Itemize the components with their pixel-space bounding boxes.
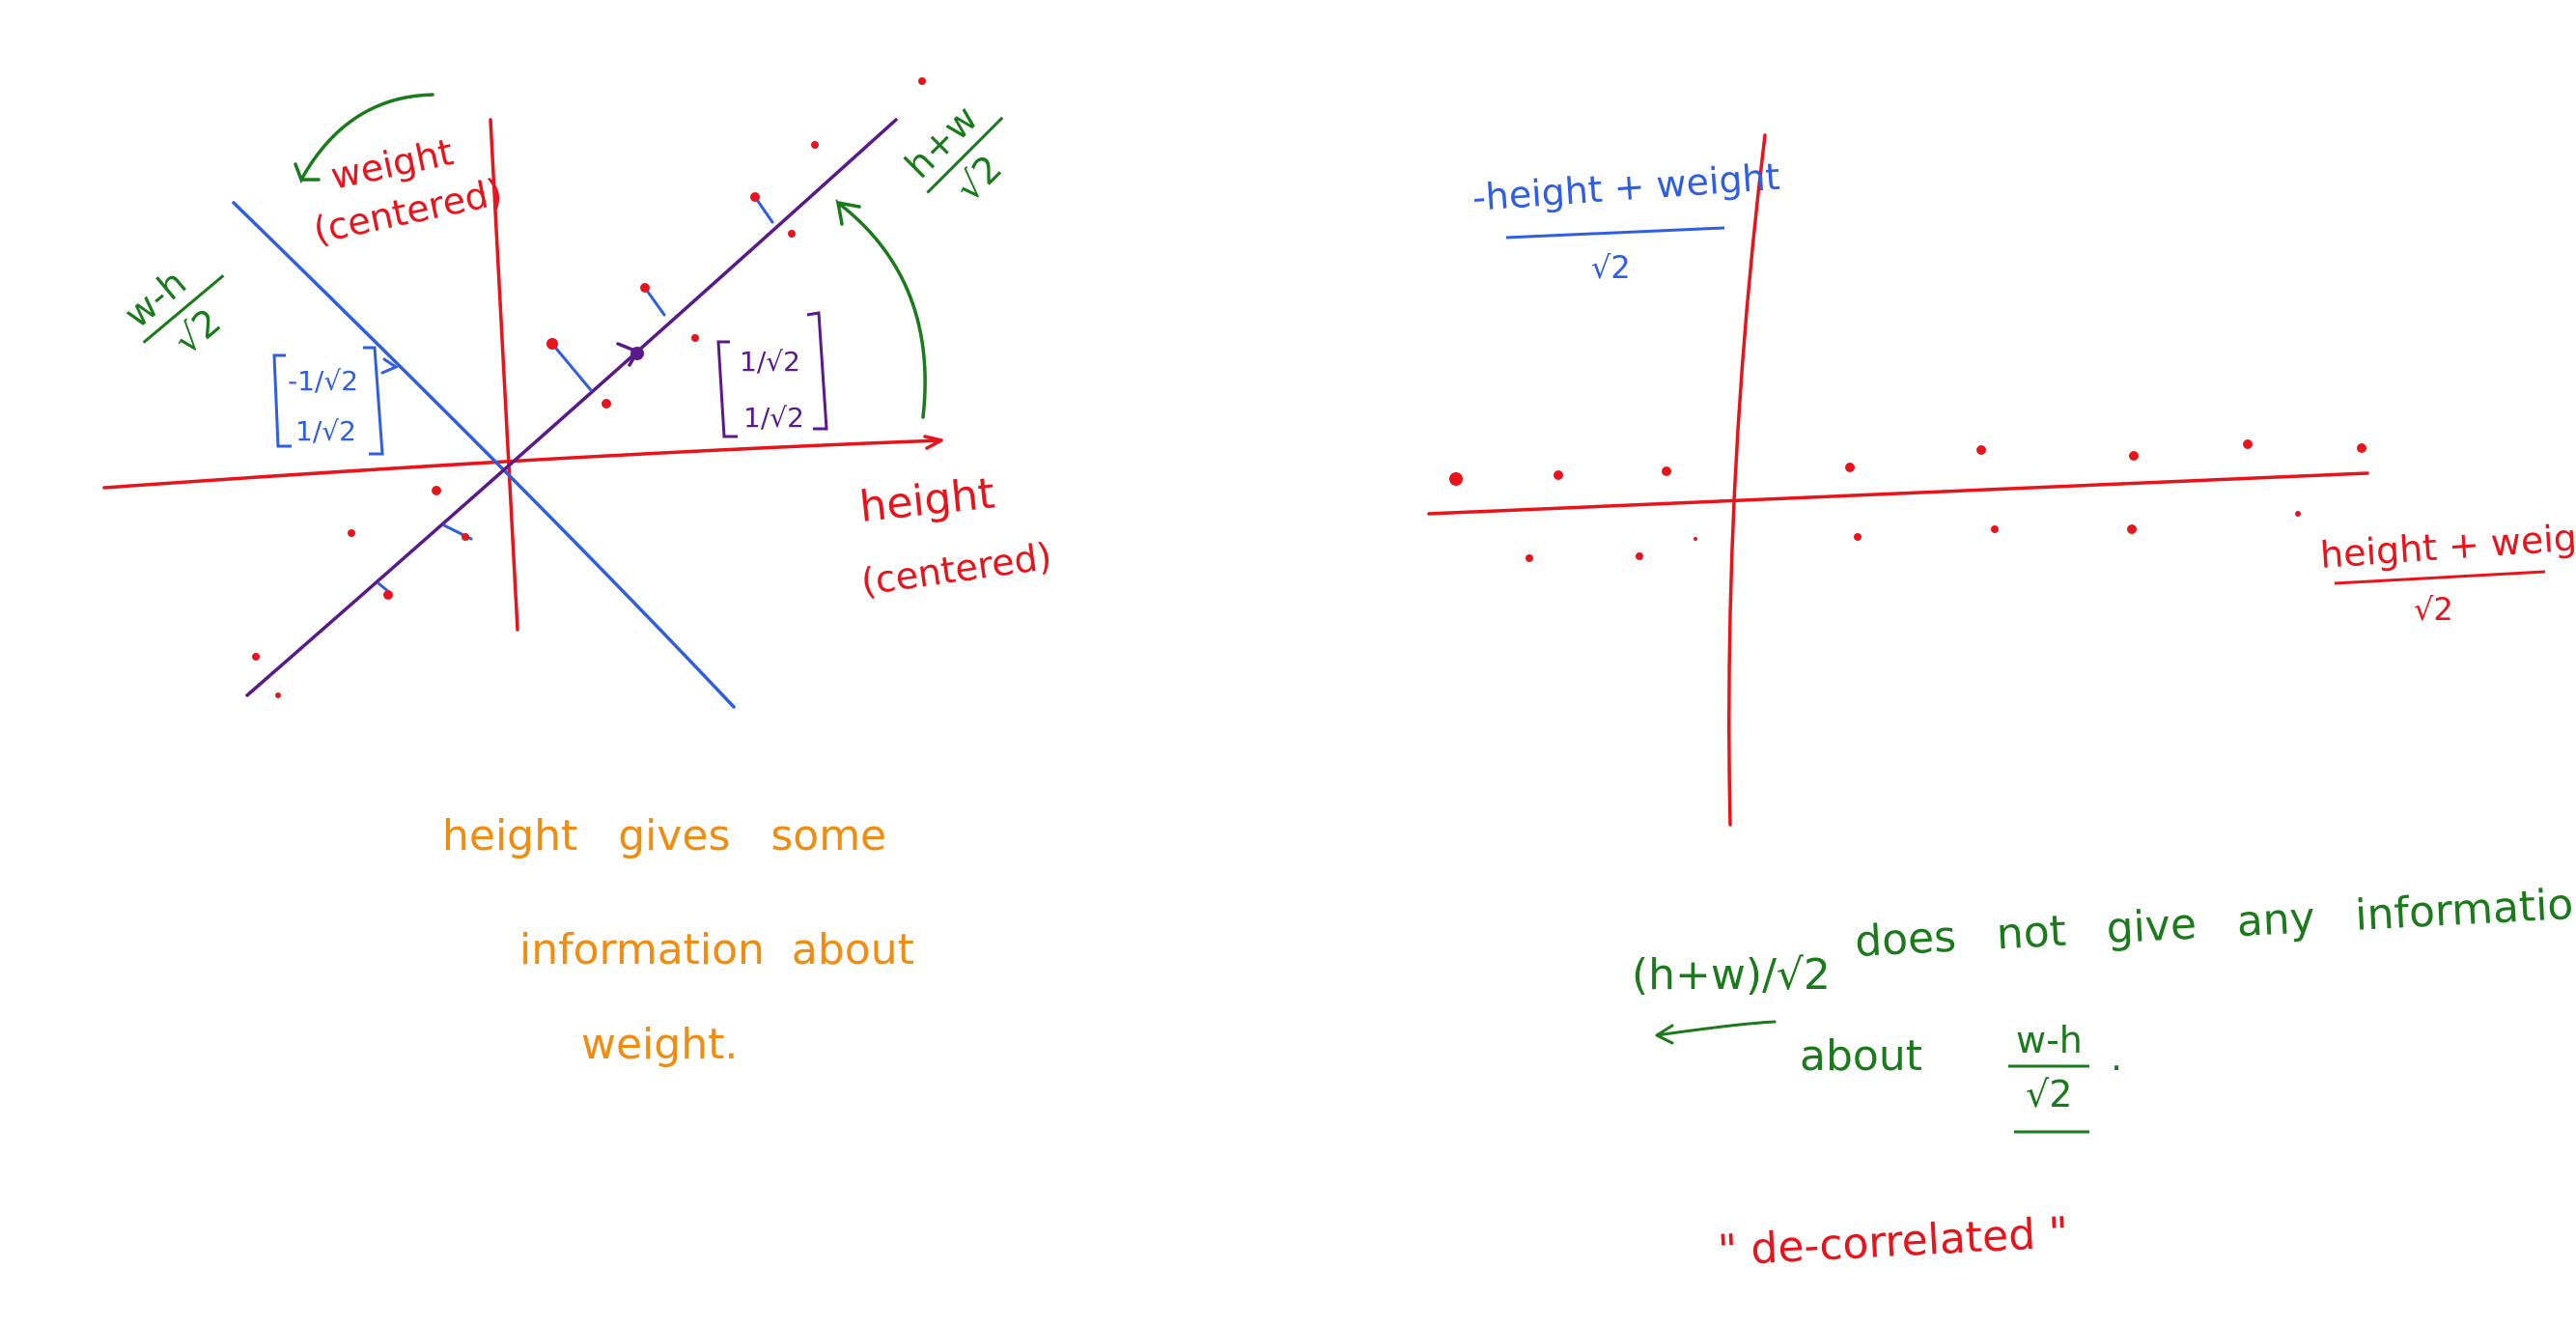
projection-lines bbox=[377, 195, 774, 595]
decorrelated-label: " de-correlated " bbox=[1717, 1208, 2070, 1276]
purple-axis-label: h+w √2 bbox=[897, 98, 1011, 211]
right-x-axis-label-num: height + weight bbox=[2319, 514, 2576, 577]
right-x-axis-label-bar bbox=[2334, 570, 2546, 585]
right-note-w-minus-h-den: √2 bbox=[2026, 1073, 2072, 1115]
height-axis-label-sub: (centered) bbox=[858, 535, 1054, 604]
weight-axis bbox=[489, 118, 519, 632]
height-axis-label: height bbox=[857, 469, 997, 532]
blue-vector-bottom: 1/√2 bbox=[295, 415, 356, 447]
rotation-arrow-left bbox=[294, 93, 434, 184]
right-y-axis-label-bar bbox=[1505, 226, 1725, 240]
left-panel: weight (centered) height (centered) h+w … bbox=[102, 77, 1054, 1069]
blue-axis-label: w-h √2 bbox=[116, 261, 229, 362]
right-x-axis-label-den: √2 bbox=[2414, 591, 2453, 628]
rotation-arrow-right bbox=[835, 198, 927, 419]
purple-vector-bracket-right bbox=[806, 311, 828, 431]
right-note: (h+w)/√2 does not give any information a… bbox=[1632, 879, 2576, 1134]
right-y-axis-label: -height + weight √2 bbox=[1471, 155, 1781, 286]
blue-principal-axis bbox=[232, 201, 736, 709]
right-note-h-plus-w: (h+w)/√2 bbox=[1632, 950, 1831, 1000]
right-x-axis-label: height + weight √2 bbox=[2319, 514, 2576, 628]
left-note-line-2: information about bbox=[519, 925, 914, 974]
purple-vector-bracket-left bbox=[716, 340, 738, 438]
right-data-points bbox=[1449, 439, 2366, 562]
purple-vector-bottom: 1/√2 bbox=[743, 402, 804, 434]
purple-vector-tip bbox=[630, 347, 644, 360]
left-note-line-3: weight. bbox=[581, 1020, 738, 1069]
height-axis bbox=[102, 435, 943, 490]
blue-vector-bracket-left bbox=[272, 353, 292, 448]
purple-vector: 1/√2 1/√2 bbox=[716, 311, 828, 438]
left-note-line-1: height gives some bbox=[442, 811, 886, 860]
blue-vector-bracket-right bbox=[363, 346, 384, 456]
right-vertical-axis bbox=[1727, 133, 1767, 827]
purple-axis-label-bar bbox=[926, 116, 1004, 194]
blue-axis-label-bar bbox=[142, 274, 225, 344]
right-note-period: . bbox=[2111, 1036, 2122, 1079]
right-panel: -height + weight √2 height + weight √2 (… bbox=[1427, 133, 2576, 1276]
right-y-axis-label-num: -height + weight bbox=[1471, 155, 1781, 219]
right-note-about: about bbox=[1800, 1031, 1922, 1081]
right-horizontal-axis bbox=[1427, 471, 2369, 516]
blue-vector: -1/√2 1/√2 bbox=[272, 346, 384, 456]
blue-vector-top: -1/√2 bbox=[288, 365, 358, 397]
right-note-underline bbox=[1655, 1020, 1777, 1045]
purple-principal-axis bbox=[245, 118, 898, 697]
purple-vector-top: 1/√2 bbox=[740, 346, 800, 378]
right-note-line-1: does not give any information bbox=[1854, 879, 2576, 967]
right-y-axis-label-den: √2 bbox=[1591, 249, 1631, 286]
left-note: height gives some information about weig… bbox=[442, 811, 914, 1069]
blue-axis-arrow bbox=[380, 357, 400, 375]
left-data-points bbox=[252, 77, 926, 698]
right-note-w-minus-h-num: w-h bbox=[2016, 1019, 2083, 1061]
